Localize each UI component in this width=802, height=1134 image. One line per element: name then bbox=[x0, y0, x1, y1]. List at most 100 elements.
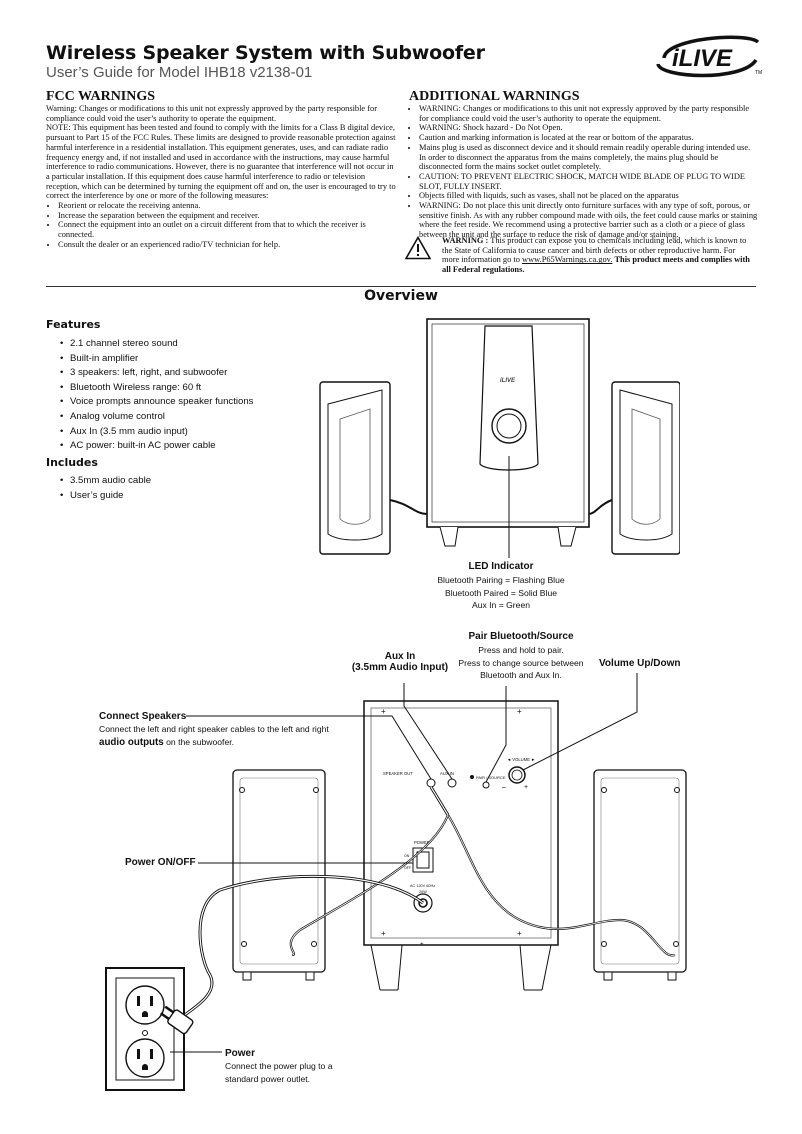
prop65-warning: WARNING : This product can expose you to… bbox=[442, 236, 754, 275]
additional-warnings-list: WARNING: Changes or modifications to thi… bbox=[407, 104, 759, 240]
prop65-label: WARNING : bbox=[442, 236, 489, 245]
includes-list: 3.5mm audio cable User’s guide bbox=[60, 474, 151, 503]
list-item: Connect the equipment into an outlet on … bbox=[58, 220, 396, 239]
power-line: Connect the power plug to a bbox=[225, 1061, 333, 1071]
prop65-text: This product can expose you to chemicals… bbox=[442, 236, 747, 265]
led-indicator-line: Aux In = Green bbox=[471, 600, 531, 610]
list-item: WARNING: Do not place this unit directly… bbox=[419, 201, 759, 240]
left-speaker-front bbox=[319, 381, 428, 555]
connect-speakers-line: audio outputs on the subwoofer. bbox=[99, 736, 359, 750]
aux-in-callout: Aux In (3.5mm Audio Input) bbox=[344, 651, 456, 673]
aux-in-subtitle: (3.5mm Audio Input) bbox=[351, 662, 449, 673]
document-title: Wireless Speaker System with Subwoofer bbox=[46, 42, 485, 64]
connect-speakers-line: Connect the left and right speaker cable… bbox=[99, 724, 329, 734]
led-indicator-line: Bluetooth Paired = Solid Blue bbox=[444, 587, 558, 598]
volume-label: ◄ VOLUME ► bbox=[507, 757, 535, 762]
list-item: Aux In (3.5 mm audio input) bbox=[60, 425, 253, 440]
fcc-heading: FCC WARNINGS bbox=[46, 89, 156, 104]
pair-bluetooth-line: Bluetooth and Aux In. bbox=[480, 670, 562, 680]
led-indicator-callout: LED Indicator Bluetooth Pairing = Flashi… bbox=[401, 561, 601, 612]
connect-speakers-title: Connect Speakers bbox=[99, 711, 187, 722]
svg-text:+: + bbox=[381, 707, 386, 716]
additional-warnings-body: WARNING: Changes or modifications to thi… bbox=[407, 104, 759, 240]
document-subtitle: User’s Guide for Model IHB18 v2138-01 bbox=[46, 64, 313, 81]
list-item: Consult the dealer or an experienced rad… bbox=[58, 240, 396, 250]
list-item: 2.1 channel stereo sound bbox=[60, 337, 253, 352]
includes-heading: Includes bbox=[46, 456, 98, 469]
subwoofer-front: iLIVE bbox=[426, 318, 590, 547]
led-indicator-title: LED Indicator bbox=[468, 561, 534, 572]
audio-outputs-bold: audio outputs bbox=[99, 736, 164, 748]
led-indicator-line: Bluetooth Pairing = Flashing Blue bbox=[437, 575, 565, 585]
svg-text:+: + bbox=[517, 707, 522, 716]
svg-text:+: + bbox=[517, 929, 522, 938]
logo-text: iLIVE bbox=[672, 45, 733, 72]
fcc-measures-list: Reorient or relocate the receiving anten… bbox=[46, 201, 396, 250]
list-item: CAUTION: TO PREVENT ELECTRIC SHOCK, MATC… bbox=[419, 172, 759, 191]
prop65-link[interactable]: www.P65Warnings.ca.gov. bbox=[522, 255, 613, 265]
features-list: 2.1 channel stereo sound Built-in amplif… bbox=[60, 337, 253, 454]
list-item: User’s guide bbox=[60, 489, 151, 504]
list-item: WARNING: Changes or modifications to thi… bbox=[419, 104, 759, 123]
power-line: standard power outlet. bbox=[225, 1073, 311, 1084]
speaker-out-label: SPEAKER OUT bbox=[383, 771, 413, 776]
power-switch-label: POWER bbox=[414, 840, 430, 845]
connect-speakers-rest: on the subwoofer. bbox=[163, 736, 234, 747]
pair-bluetooth-callout: Pair Bluetooth/Source Press and hold to … bbox=[441, 631, 601, 682]
features-heading: Features bbox=[46, 318, 101, 331]
overview-heading: Overview bbox=[364, 288, 438, 304]
list-item: AC power: built-in AC power cable bbox=[60, 439, 253, 454]
volume-callout-title: Volume Up/Down bbox=[599, 658, 681, 669]
list-item: WARNING: Shock hazard - Do Not Open. bbox=[419, 123, 759, 133]
list-item: Mains plug is used as disconnect device … bbox=[419, 143, 759, 172]
volume-plus-label: + bbox=[524, 784, 528, 791]
pair-bluetooth-line: Press and hold to pair. bbox=[478, 645, 564, 655]
divider bbox=[46, 286, 756, 287]
aux-in-title: Aux In bbox=[384, 651, 416, 662]
list-item: Bluetooth Wireless range: 60 ft bbox=[60, 381, 253, 396]
prop65-compliance: This product meets and complies with all… bbox=[442, 255, 750, 275]
volume-minus-label: – bbox=[502, 784, 506, 791]
warning-triangle-icon bbox=[405, 236, 431, 260]
pair-source-label: PAIR / SOURCE bbox=[476, 775, 506, 780]
speaker-out-jack[interactable] bbox=[426, 778, 436, 788]
list-item: Reorient or relocate the receiving anten… bbox=[58, 201, 396, 211]
additional-warnings-heading: ADDITIONAL WARNINGS bbox=[409, 89, 580, 104]
aux-in-label: AUX IN bbox=[440, 771, 454, 776]
list-item: Analog volume control bbox=[60, 410, 253, 425]
power-plug bbox=[159, 1005, 194, 1035]
list-item: Increase the separation between the equi… bbox=[58, 211, 396, 221]
list-item: Caution and marking information is locat… bbox=[419, 133, 759, 143]
svg-text:TM: TM bbox=[755, 70, 762, 76]
speaker-system-front-illustration: iLIVE bbox=[319, 318, 680, 558]
ilive-logo: iLIVE TM bbox=[656, 35, 762, 78]
off-label: OFF bbox=[404, 866, 412, 870]
list-item: 3 speakers: left, right, and subwoofer bbox=[60, 366, 253, 381]
power-title: Power bbox=[225, 1048, 256, 1059]
pair-bluetooth-title: Pair Bluetooth/Source bbox=[468, 631, 574, 642]
right-speaker-front bbox=[588, 381, 680, 555]
svg-text:+: + bbox=[381, 929, 386, 938]
left-speaker-rear bbox=[232, 769, 326, 981]
on-label: ON bbox=[404, 854, 410, 858]
aux-in-jack[interactable] bbox=[447, 778, 457, 788]
power-callout: Power Connect the power plug to a standa… bbox=[225, 1048, 365, 1085]
rear-connection-diagram: + + + + + SPEAKER OUT AUX IN PAIR / SOUR… bbox=[105, 673, 687, 1091]
ac-rating-label: AC 120V 60Hz bbox=[410, 884, 435, 888]
list-item: Voice prompts announce speaker functions bbox=[60, 395, 253, 410]
wall-outlet bbox=[105, 967, 185, 1091]
list-item: 3.5mm audio cable bbox=[60, 474, 151, 489]
svg-text:+: + bbox=[420, 942, 424, 948]
power-switch-callout-title: Power ON/OFF bbox=[125, 857, 196, 868]
connect-speakers-callout: Connect Speakers Connect the left and ri… bbox=[99, 711, 359, 749]
right-speaker-rear bbox=[593, 769, 687, 981]
fcc-paragraph: Warning: Changes or modifications to thi… bbox=[46, 104, 378, 123]
pair-bluetooth-line: Press to change source between bbox=[458, 657, 584, 668]
fcc-body: Warning: Changes or modifications to thi… bbox=[46, 104, 396, 250]
pair-source-button[interactable] bbox=[482, 781, 490, 789]
list-item: Objects filled with liquids, such as vas… bbox=[419, 191, 759, 201]
subwoofer-rear: + + + + + SPEAKER OUT AUX IN PAIR / SOUR… bbox=[363, 700, 559, 991]
fcc-paragraph: NOTE: This equipment has been tested and… bbox=[46, 123, 396, 201]
list-item: Built-in amplifier bbox=[60, 352, 253, 367]
svg-text:iLIVE: iLIVE bbox=[500, 378, 516, 384]
